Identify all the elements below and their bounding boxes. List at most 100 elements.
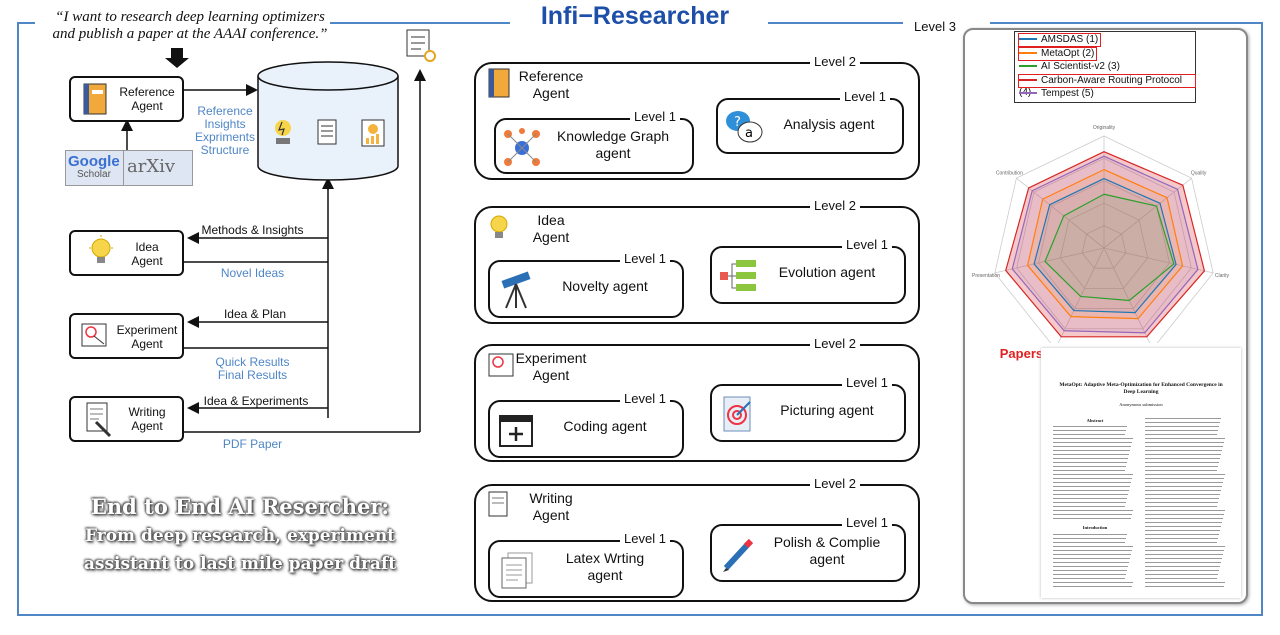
paper-text-line [1053, 470, 1125, 471]
paper-text-line [1053, 578, 1125, 579]
level1-agent-label: Polish & Complie agent [773, 534, 881, 567]
legend-swatch [1019, 92, 1037, 95]
idea-agent-label: Idea Agent [131, 240, 163, 268]
radar-axis-label: Presentation [972, 273, 1000, 279]
level1-agent-label: Knowledge Graph agent [556, 128, 670, 161]
paper-text-line [1145, 450, 1222, 451]
svg-text:?: ? [734, 115, 741, 130]
paper-text-line [1053, 454, 1129, 455]
pen-icon [718, 534, 758, 574]
legend-item: MetaOpt (2) [1017, 46, 1098, 61]
paper-author: Anonymous submission [1119, 402, 1163, 407]
lightbulb-icon [89, 235, 113, 263]
level1-tag: Level 1 [620, 251, 670, 266]
paper-text-line [1145, 538, 1218, 539]
radar-axis [1103, 247, 1151, 343]
level1-tag: Level 1 [842, 237, 892, 252]
level2-tag: Level 2 [810, 198, 860, 213]
quick-final-results-label: Quick Results Final Results [215, 355, 290, 382]
level2-group-label: Writing Agent [529, 490, 573, 523]
paper-text-line [1053, 550, 1132, 551]
paper-text-line [1145, 546, 1225, 547]
paper-text-line [1145, 474, 1225, 475]
experiment-blueprint-icon [81, 323, 107, 347]
paper-preview[interactable]: MetaOpt: Adaptive Meta-Optimization for … [1041, 348, 1241, 598]
paper-text-line [1145, 566, 1220, 567]
paper-text-line [1053, 554, 1131, 555]
reference-agent-label: Reference Agent [119, 85, 175, 113]
paper-text-line [1053, 450, 1130, 451]
paper-text-line [1053, 582, 1133, 583]
level1-tag: Level 1 [630, 109, 680, 124]
arxiv-logo[interactable] [123, 150, 193, 186]
writing-agent-label: Writing Agent [128, 405, 166, 433]
level1-agent-1-0[interactable] [488, 260, 684, 318]
legend-label: AMSDAS (1) [1041, 34, 1099, 45]
google-scholar-logo[interactable] [65, 150, 125, 186]
radar-axis-label: Quality [1191, 171, 1207, 177]
paper-text-line [1145, 582, 1225, 583]
radar-legend: AMSDAS (1) MetaOpt (2) AI Scientist-v2 (3)… [1014, 31, 1196, 103]
radar-series-2 [1026, 168, 1184, 320]
paper-text-line [1053, 514, 1132, 515]
paper-text-line [1145, 494, 1220, 495]
radar-series-4 [1044, 193, 1175, 302]
paper-text-line [1145, 490, 1221, 491]
paper-text-line [1053, 586, 1132, 587]
paper-text-line [1145, 510, 1225, 511]
paper-text-line [1145, 522, 1222, 523]
experiment-blueprint-icon [486, 350, 514, 380]
paper-text-line [1145, 574, 1218, 575]
radar-axis-label: Originality [1093, 125, 1116, 131]
target-chart-icon [718, 394, 758, 434]
pdf-paper-label: PDF Paper [222, 437, 283, 451]
paper-text-line [1053, 546, 1133, 547]
paper-text-line [1145, 482, 1223, 483]
abstract-heading: Abstract [1086, 418, 1104, 423]
level1-tag: Level 1 [842, 375, 892, 390]
paper-text-line [1053, 458, 1128, 459]
paper-text-line [1145, 470, 1217, 471]
book-icon [486, 68, 512, 98]
paper-text-line [1053, 558, 1130, 559]
paper-text-line [1053, 566, 1128, 567]
paper-text-line [1053, 430, 1126, 431]
paper-text-line [1145, 442, 1224, 443]
paper-text-line [1145, 526, 1221, 527]
paper-text-line [1053, 494, 1128, 495]
idea-agent-box[interactable] [69, 230, 184, 276]
paper-text-line [1145, 422, 1220, 423]
paper-text-line [1053, 574, 1126, 575]
outer-frame [17, 22, 1263, 616]
paper-text-line [1145, 554, 1223, 555]
paper-text-line [1145, 550, 1224, 551]
paper-text-line [1053, 478, 1132, 479]
paper-text-line [1053, 438, 1133, 439]
writing-pencil-icon [486, 490, 512, 520]
paper-text-line [1145, 586, 1224, 587]
paper-text-line [1053, 542, 1125, 543]
legend-label: MetaOpt (2) [1041, 47, 1095, 59]
legend-item: Carbon-Aware Routing Protocol (4) [1018, 73, 1196, 98]
paper-text-line [1145, 518, 1223, 519]
paper-text-line [1145, 542, 1217, 543]
bigtitle-line1: End to End AI Resercher: [90, 494, 390, 519]
paper-text-line [1145, 514, 1224, 515]
paper-text-line [1145, 530, 1220, 531]
paper-text-line [1053, 466, 1126, 467]
radar-axis [994, 247, 1105, 274]
paper-text-line [1145, 578, 1217, 579]
radar-axis [1103, 247, 1214, 274]
level1-agent-label: Analysis agent [783, 116, 875, 132]
paper-text-line [1053, 474, 1133, 475]
bigtitle-line3: assistant to last mile paper draft [83, 554, 397, 574]
flowchart-icon [718, 256, 758, 296]
page-title: Infi−Researcher [540, 2, 730, 30]
level1-tag: Level 1 [840, 89, 890, 104]
level2-group-label: Experiment Agent [515, 350, 587, 383]
paper-text-line [1053, 426, 1127, 427]
radar-axis [1016, 177, 1105, 249]
legend-label: AI Scientist-v2 (3) [1041, 61, 1120, 72]
knowledge-graph-icon [502, 128, 542, 168]
paper-text-line [1145, 570, 1219, 571]
